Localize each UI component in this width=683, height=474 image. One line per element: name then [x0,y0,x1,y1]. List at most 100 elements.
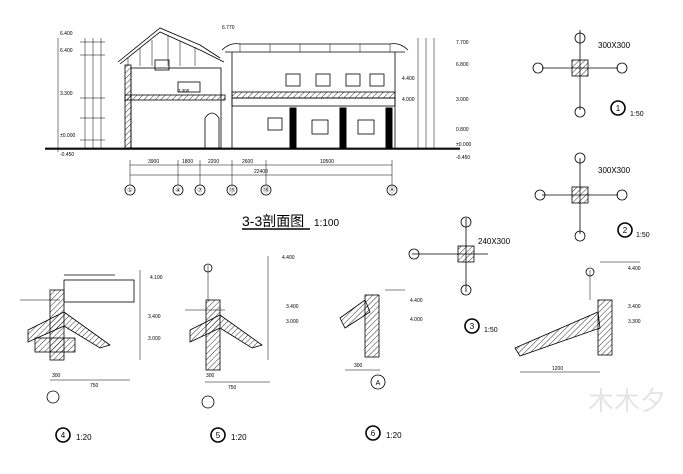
elev-right-7: ±0.000 [456,142,471,148]
window-lower-3 [357,119,375,135]
detail-5-bubble [210,427,226,443]
detail-6-bubble [365,425,381,441]
detail-4-scale: 1:20 [76,433,92,442]
d4-axis [46,390,60,404]
d4-elev-1: 4.100 [150,275,163,281]
detail-2: 300X300 2 1:50 [534,152,650,242]
window-lower-1 [267,117,283,131]
elev-right-8: -0.450 [456,155,470,161]
column-2 [339,107,347,149]
d5-elev-3: 3.000 [286,319,299,325]
detail-1-bubble [610,100,626,116]
elev-right-5: 3.000 [456,97,469,103]
column-3 [385,107,393,149]
detail-7: 4.400 3.400 3.300 1200 [514,261,641,373]
d6-axis-label: A [376,380,381,387]
floor-slab-left [124,94,226,101]
detail-1-note: 300X300 [598,41,631,50]
window-upper-4 [369,73,385,87]
d5-elev-1: 4.400 [282,255,295,261]
elev-left-4: ±0.000 [60,133,75,139]
column-1 [289,107,297,149]
axis-6: Ⓐ [389,186,395,194]
detail-3-note: 240X300 [478,237,511,246]
d5-dim-2: 750 [228,385,237,391]
detail-1-number: 1 [616,104,621,113]
d4-dim-2: 750 [90,383,99,389]
dim-4: 2600 [242,159,253,165]
d6-elev-1: 4.400 [410,298,423,304]
detail-6-scale: 1:20 [386,431,402,440]
d6-dim-1: 300 [354,363,363,369]
window-lower-2 [311,119,329,135]
axis-bubbles: ① ④ ⑦ ⑮ ⑱ Ⓐ [124,184,398,196]
elev-left-3: 3.300 [60,91,73,97]
watermark-text: 木木夕 [588,386,666,416]
d4-elev-2: 3.400 [148,314,161,320]
elev-right-4: 4.000 [402,97,415,103]
arched-door [204,112,220,148]
d5-axis [201,395,215,409]
detail-1: 300X300 1 1:50 [532,30,644,118]
dim-5: 10500 [320,159,334,165]
dim-3: 2200 [208,159,219,165]
d5-dim-1: 300 [206,373,215,379]
detail-4: 4.100 3.400 3.000 300 750 4 1:20 [20,270,163,443]
axis-3: ⑦ [197,187,202,194]
window-upper-1 [285,73,301,87]
detail-4-bubble [55,427,71,443]
window-upper-2 [315,73,331,87]
d7-elev-1: 4.400 [628,266,641,272]
wall-left [124,64,132,149]
detail-3-scale: 1:50 [484,327,498,334]
roof-right [221,43,409,51]
dim-2: 1800 [182,159,193,165]
elev-mid-top: 6.770 [222,25,235,31]
d4-elev-3: 3.000 [148,336,161,342]
d7-elev-3: 3.300 [628,319,641,325]
axis-4: ⑮ [229,186,235,194]
dim-total: 22400 [254,169,268,175]
d7-elev-2: 3.400 [628,304,641,310]
balcony-band [231,91,396,99]
detail-6-number: 6 [371,429,376,438]
elev-right-1: 7.700 [456,40,469,46]
detail-6: 4.400 4.000 300 A 6 1:20 [339,289,423,441]
dim-1: 3900 [148,159,159,165]
watermark: 木木夕 [588,386,666,416]
elev-left-1: 6.400 [60,31,73,37]
d5-elev-2: 3.400 [286,304,299,310]
axis-5: ⑱ [263,186,269,194]
window-upper-left [154,59,170,71]
elev-mid-1: 3.300 [178,88,190,93]
window-upper-3 [345,73,361,87]
detail-3-bubble [464,318,480,334]
d4-dim-1: 300 [52,373,61,379]
axis-2: ④ [175,187,180,194]
detail-3: 240X300 3 1:50 [408,216,511,334]
detail-1-scale: 1:50 [630,111,644,118]
detail-5: 4.400 3.400 3.000 300 750 5 1:20 [185,255,299,443]
detail-4-number: 4 [61,431,66,440]
detail-2-bubble [617,222,633,238]
detail-2-note: 300X300 [598,166,631,175]
d7-dim-1: 1200 [552,366,563,372]
d6-elev-2: 4.000 [410,317,423,323]
d6-axis [370,374,386,390]
elev-left-5: -0.450 [60,152,74,158]
detail-3-number: 3 [470,322,475,331]
axis-1: ① [127,187,132,194]
elev-right-3: 4.400 [402,76,415,82]
elev-right-6: 0.800 [456,127,469,133]
detail-5-scale: 1:20 [231,433,247,442]
detail-2-number: 2 [623,226,628,235]
section-title: 3-3剖面图 [242,213,304,229]
detail-2-scale: 1:50 [636,232,650,239]
section-3-3: 6.400 6.400 3.300 ±0.000 -0.450 3.300 6.… [45,25,471,230]
section-scale: 1:100 [314,218,339,229]
detail-5-number: 5 [216,431,221,440]
elev-right-2: 6.800 [456,62,469,68]
elev-left-2: 6.400 [60,48,73,54]
